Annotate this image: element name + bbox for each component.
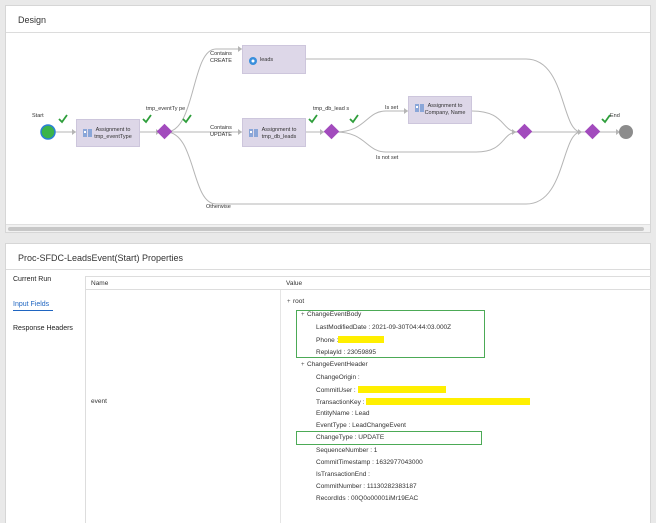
assignment-company-label: Assignment to Company, Name [424, 103, 466, 116]
design-panel: Design [5, 5, 651, 233]
column-separator [280, 290, 281, 523]
row-name-event: event [91, 398, 107, 405]
edge-label-contains-create: Contains CREATE [210, 51, 232, 64]
table-header: Name Value [86, 276, 651, 290]
decision-db-lead[interactable] [323, 123, 340, 140]
design-title: Design [18, 15, 47, 25]
decision-db-lead-label: tmp_db_lead s [313, 106, 350, 112]
check-icon [308, 114, 318, 124]
tree-event-type: EventType : LeadChangeEvent [316, 422, 406, 429]
properties-title: Proc-SFDC-LeadsEvent(Start) Properties [18, 253, 184, 263]
edge-label-otherwise: Otherwise [206, 204, 231, 210]
check-icon [349, 114, 359, 124]
tree-transaction-key-label: TransactionKey : [316, 399, 365, 406]
end-label: End [610, 113, 620, 119]
redaction-mark [357, 386, 446, 393]
edge-is-set [335, 110, 408, 133]
tree-root[interactable]: +root [287, 298, 304, 305]
tree-change-event-body[interactable]: +ChangeEventBody [301, 311, 361, 318]
check-icon [601, 114, 611, 124]
tree-commit-timestamp: CommitTimestamp : 1632977043000 [316, 459, 423, 466]
assignment-company-task[interactable]: Assignment to Company, Name [408, 96, 472, 124]
tree-commit-user-label: CommitUser : [316, 387, 356, 394]
scrollbar-thumb[interactable] [8, 227, 644, 231]
tree-last-modified: LastModifiedDate : 2021-09-30T04:44:03.0… [316, 324, 452, 331]
decision-event-type[interactable] [156, 123, 173, 140]
process-diagram-svg [40, 46, 633, 205]
tree-is-transaction-end: IsTransactionEnd : [316, 471, 370, 478]
tree-change-event-body-label: ChangeEventBody [307, 311, 362, 318]
tree-change-event-header[interactable]: +ChangeEventHeader [301, 361, 368, 368]
tree-root-label: root [293, 298, 305, 305]
edge-contains-create [165, 48, 242, 133]
properties-title-bar: Proc-SFDC-LeadsEvent(Start) Properties [6, 244, 650, 270]
edge-assign-to-merge2 [471, 110, 519, 133]
assignment-db-leads-label: Assignment to tmp_db_leads [261, 127, 297, 140]
tree-phone: Phone : [316, 336, 385, 344]
edges [46, 48, 626, 205]
merge-diamond-1[interactable] [516, 123, 533, 140]
tree-sequence-number: SequenceNumber : 1 [316, 447, 378, 454]
assignment-event-type-label: Assignment to tmp_eventType [94, 127, 132, 140]
nav-response-headers[interactable]: Response Headers [13, 325, 73, 332]
input-fields-table: Name Value event +root +ChangeEventBody … [85, 276, 651, 523]
check-icon [58, 114, 68, 124]
tree-phone-label: Phone : [316, 337, 339, 344]
start-label: Start [32, 113, 44, 119]
assignment-db-leads-task[interactable]: Assignment to tmp_db_leads [242, 118, 306, 147]
tree-change-event-header-label: ChangeEventHeader [307, 361, 368, 368]
tree-transaction-key: TransactionKey : [316, 398, 531, 406]
collapse-icon[interactable]: + [287, 299, 291, 305]
nav-input-fields[interactable]: Input Fields [13, 301, 50, 308]
collapse-icon[interactable]: + [301, 362, 305, 368]
check-icon [182, 114, 192, 124]
redaction-mark [366, 398, 531, 405]
collapse-icon[interactable]: + [301, 312, 305, 318]
end-node[interactable] [619, 125, 633, 139]
merge-diamond-2[interactable] [584, 123, 601, 140]
tree-replay-id: ReplayId : 23059895 [316, 349, 376, 356]
column-header-name: Name [91, 280, 109, 287]
check-icon [142, 114, 152, 124]
nav-current-run[interactable]: Current Run [13, 276, 52, 283]
check-icons [58, 114, 611, 124]
properties-nav: Current Run Input Fields Response Header… [6, 271, 84, 523]
tree-change-origin: ChangeOrigin : [316, 374, 360, 381]
tree-change-type: ChangeType : UPDATE [316, 434, 385, 441]
tree-commit-user: CommitUser : [316, 386, 446, 394]
change-type-highlight [296, 431, 482, 445]
nav-active-indicator [13, 310, 53, 311]
canvas-horizontal-scrollbar[interactable] [6, 224, 650, 232]
start-node[interactable] [40, 124, 56, 140]
edge-label-is-not-set: Is not set [376, 155, 399, 161]
edge-label-contains-update: Contains UPDATE [210, 125, 232, 138]
tree-commit-number: CommitNumber : 11130282383187 [316, 483, 417, 490]
edge-otherwise [165, 131, 582, 205]
properties-panel: Proc-SFDC-LeadsEvent(Start) Properties C… [5, 243, 651, 523]
process-canvas[interactable]: Start End tmp_eventTy pe tmp_db_lead s A… [6, 34, 650, 224]
column-header-value: Value [286, 280, 303, 287]
edge-leads-to-merge [306, 58, 582, 133]
tree-record-ids: RecordIds : 00Q0o00001iMr19EAC [316, 495, 419, 502]
decision-event-type-label: tmp_eventTy pe [146, 106, 186, 112]
design-title-bar: Design [6, 6, 650, 33]
edge-label-is-set: Is set [385, 105, 399, 111]
leads-task[interactable]: leads [242, 45, 306, 74]
leads-label: leads [260, 57, 274, 63]
tree-entity-name: EntityName : Lead [316, 410, 370, 417]
change-event-body-highlight [296, 310, 485, 358]
redaction-mark [338, 336, 385, 343]
edge-is-not-set [335, 131, 519, 153]
assignment-event-type-task[interactable]: Assignment to tmp_eventType [76, 119, 140, 147]
